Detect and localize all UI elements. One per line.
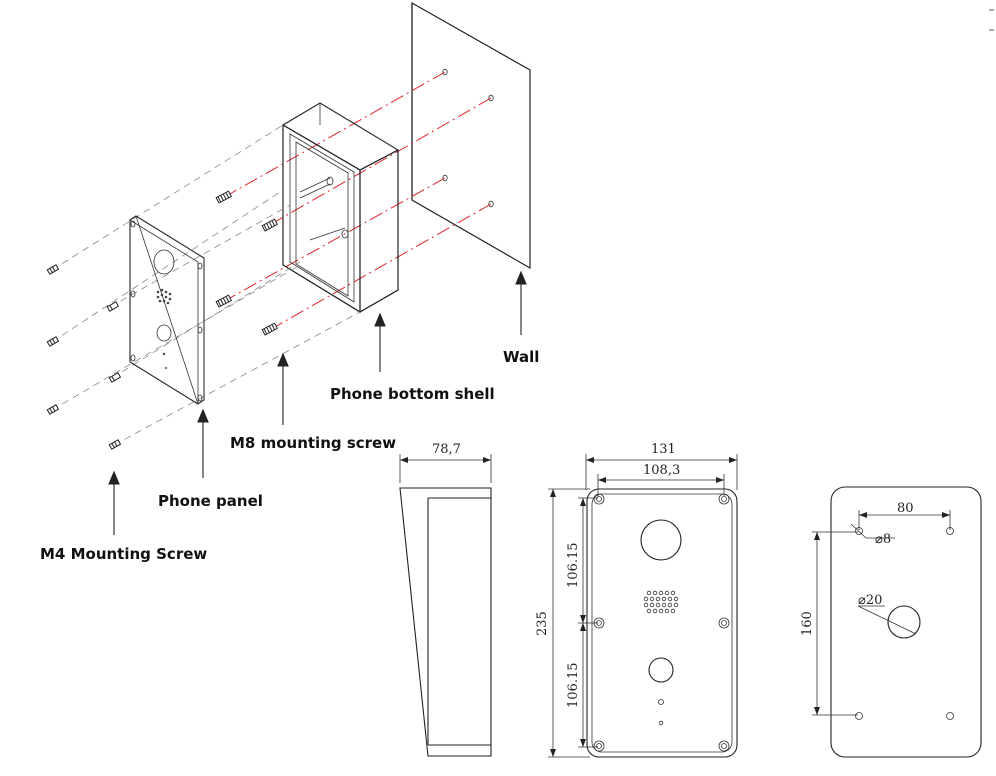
m4-screw-1 [46,264,60,275]
m8-screw-3 [215,294,233,308]
phone-panel [129,215,205,405]
m8-screw-2 [261,218,279,232]
dim-front-height: 235 [535,611,550,636]
dim-front-upper-half: 106.15 [566,543,581,589]
m8-screw-4 [261,322,279,336]
back-view: 80 160 ⌀8 ⌀20 [800,486,982,758]
m4-screw-5 [106,301,120,312]
dim-front-lower-half: 106.15 [566,663,581,709]
dim-back-cable-hole: ⌀20 [858,593,882,608]
dim-back-hole-spacing-x: 80 [897,501,914,516]
label-m4-mounting-screw: M4 Mounting Screw [40,545,207,563]
exploded-view: Wall Phone bottom shell M8 mounting scre… [40,1,539,563]
speaker-grille [156,288,172,305]
back-mount-holes [855,527,954,720]
m4-screw-2 [46,336,60,347]
cable-hole [887,605,921,639]
dim-front-width: 131 [651,442,676,457]
label-m8-mounting-screw: M8 mounting screw [230,434,396,452]
m4-screw-4 [108,439,122,450]
m8-screw-1 [215,190,233,204]
panel-guide-lines [51,124,361,446]
front-screw-holes [593,493,730,752]
wall-plate [411,1,531,270]
front-speaker-grille [643,590,679,614]
side-view: 78,7 [399,442,492,757]
m8-screws [215,190,279,336]
m4-screws [46,264,122,450]
callout-arrows [108,270,527,535]
dim-back-hole-spacing-y: 160 [800,611,815,636]
dim-side-depth: 78,7 [432,442,461,457]
camera-lens [640,519,682,561]
phone-bottom-shell [282,102,399,313]
m4-screw-3 [46,404,60,415]
label-phone-panel: Phone panel [158,492,263,510]
label-wall: Wall [503,348,539,366]
dim-back-small-hole: ⌀8 [875,532,891,547]
corner-marks [989,9,994,31]
m4-screw-6 [108,372,122,383]
call-button [648,657,674,683]
wall-centerlines [227,71,492,329]
dim-front-hole-spacing: 108,3 [643,463,680,478]
label-phone-bottom-shell: Phone bottom shell [330,385,495,403]
front-view: 131 108,3 235 106.15 106.15 [535,442,738,758]
